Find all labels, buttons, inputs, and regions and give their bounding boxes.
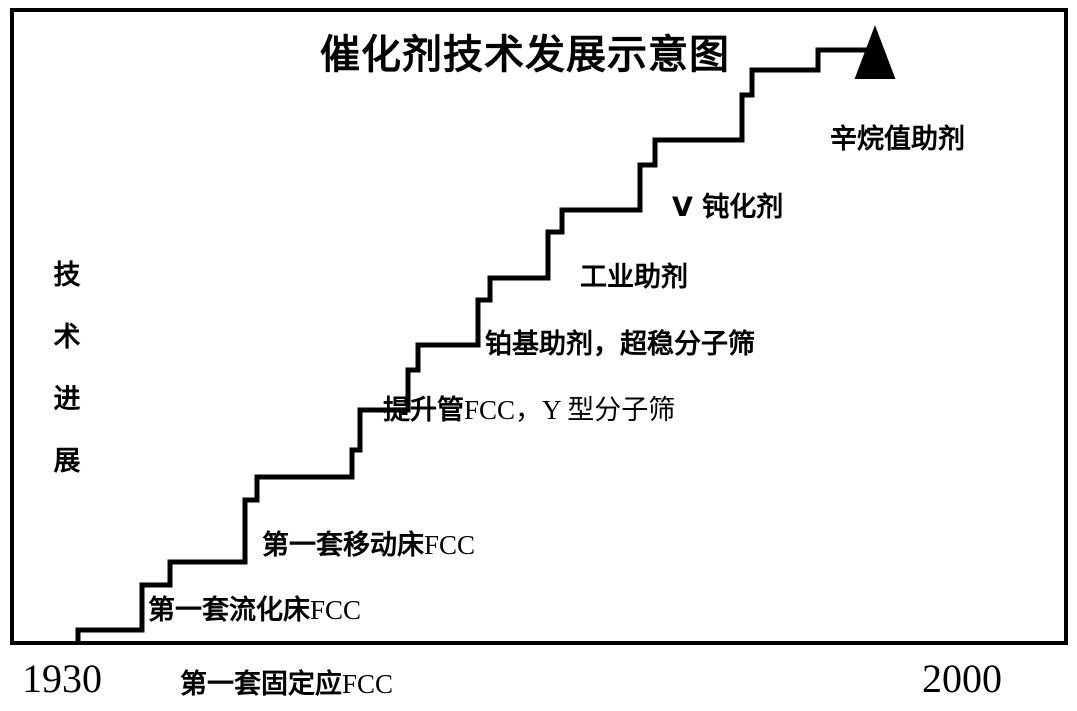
x-axis-tick-end: 2000 bbox=[922, 656, 1002, 701]
staircase-polyline bbox=[75, 47, 878, 641]
page-title: 催化剂技术发展示意图 bbox=[320, 31, 730, 78]
step-label-3-cjk: 铂基助剂，超稳分子筛 bbox=[485, 329, 755, 360]
step-label-5: V 钝化剂 bbox=[672, 185, 783, 224]
step-label-2-latin: FCC，Y 型分子筛 bbox=[464, 395, 676, 425]
up-arrow-head bbox=[854, 25, 896, 79]
step-label-1-latin: FCC bbox=[424, 530, 476, 560]
step-label-4-cjk: 工业助剂 bbox=[580, 262, 688, 293]
step-label-2: 提升管FCC，Y 型分子筛 bbox=[383, 388, 675, 427]
step-label-2-cjk: 提升管 bbox=[383, 395, 464, 426]
y-axis-label-char-0: 技 bbox=[53, 260, 81, 291]
step-label-1-cjk: 第一套移动床 bbox=[262, 530, 424, 561]
step-label-6-cjk: 辛烷值助剂 bbox=[830, 124, 965, 155]
y-axis-label-char-2: 进 bbox=[53, 384, 81, 415]
step-label-3: 铂基助剂，超稳分子筛 bbox=[485, 322, 755, 361]
x-axis-tick-start: 1930 bbox=[22, 656, 102, 701]
step-label-4: 工业助剂 bbox=[580, 255, 688, 294]
y-axis-label-char-1: 术 bbox=[53, 322, 81, 353]
plot-frame-border bbox=[10, 8, 1068, 645]
bottom-note-latin: FCC bbox=[342, 669, 394, 699]
y-axis-label-char-3: 展 bbox=[53, 446, 81, 477]
step-label-1: 第一套移动床FCC bbox=[262, 523, 475, 562]
step-label-6: 辛烷值助剂 bbox=[830, 117, 965, 156]
step-label-0: 第一套流化床FCC bbox=[148, 588, 361, 627]
step-label-0-latin: FCC bbox=[310, 595, 362, 625]
y-axis-label: 技 术 进 展 bbox=[44, 245, 90, 493]
bottom-note-label: 第一套固定应FCC bbox=[180, 662, 393, 701]
step-label-5-cjk: V 钝化剂 bbox=[672, 192, 784, 223]
step-label-0-cjk: 第一套流化床 bbox=[148, 595, 310, 626]
bottom-note-cjk: 第一套固定应 bbox=[180, 669, 342, 700]
